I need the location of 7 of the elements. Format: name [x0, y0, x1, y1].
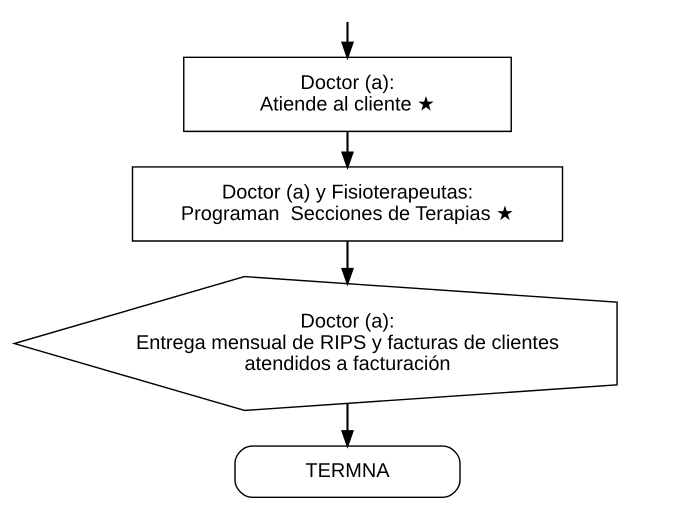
node-box: Doctor (a) y Fisioterapeutas: Programan Secciones de Terapias ★	[132, 166, 564, 242]
arrow	[341, 132, 354, 170]
arrow	[341, 22, 354, 60]
arrow	[341, 241, 354, 286]
node-box: TERMNA	[234, 445, 461, 498]
arrow	[341, 404, 354, 449]
node-box: Doctor (a): Atiende al cliente ★	[183, 56, 512, 132]
